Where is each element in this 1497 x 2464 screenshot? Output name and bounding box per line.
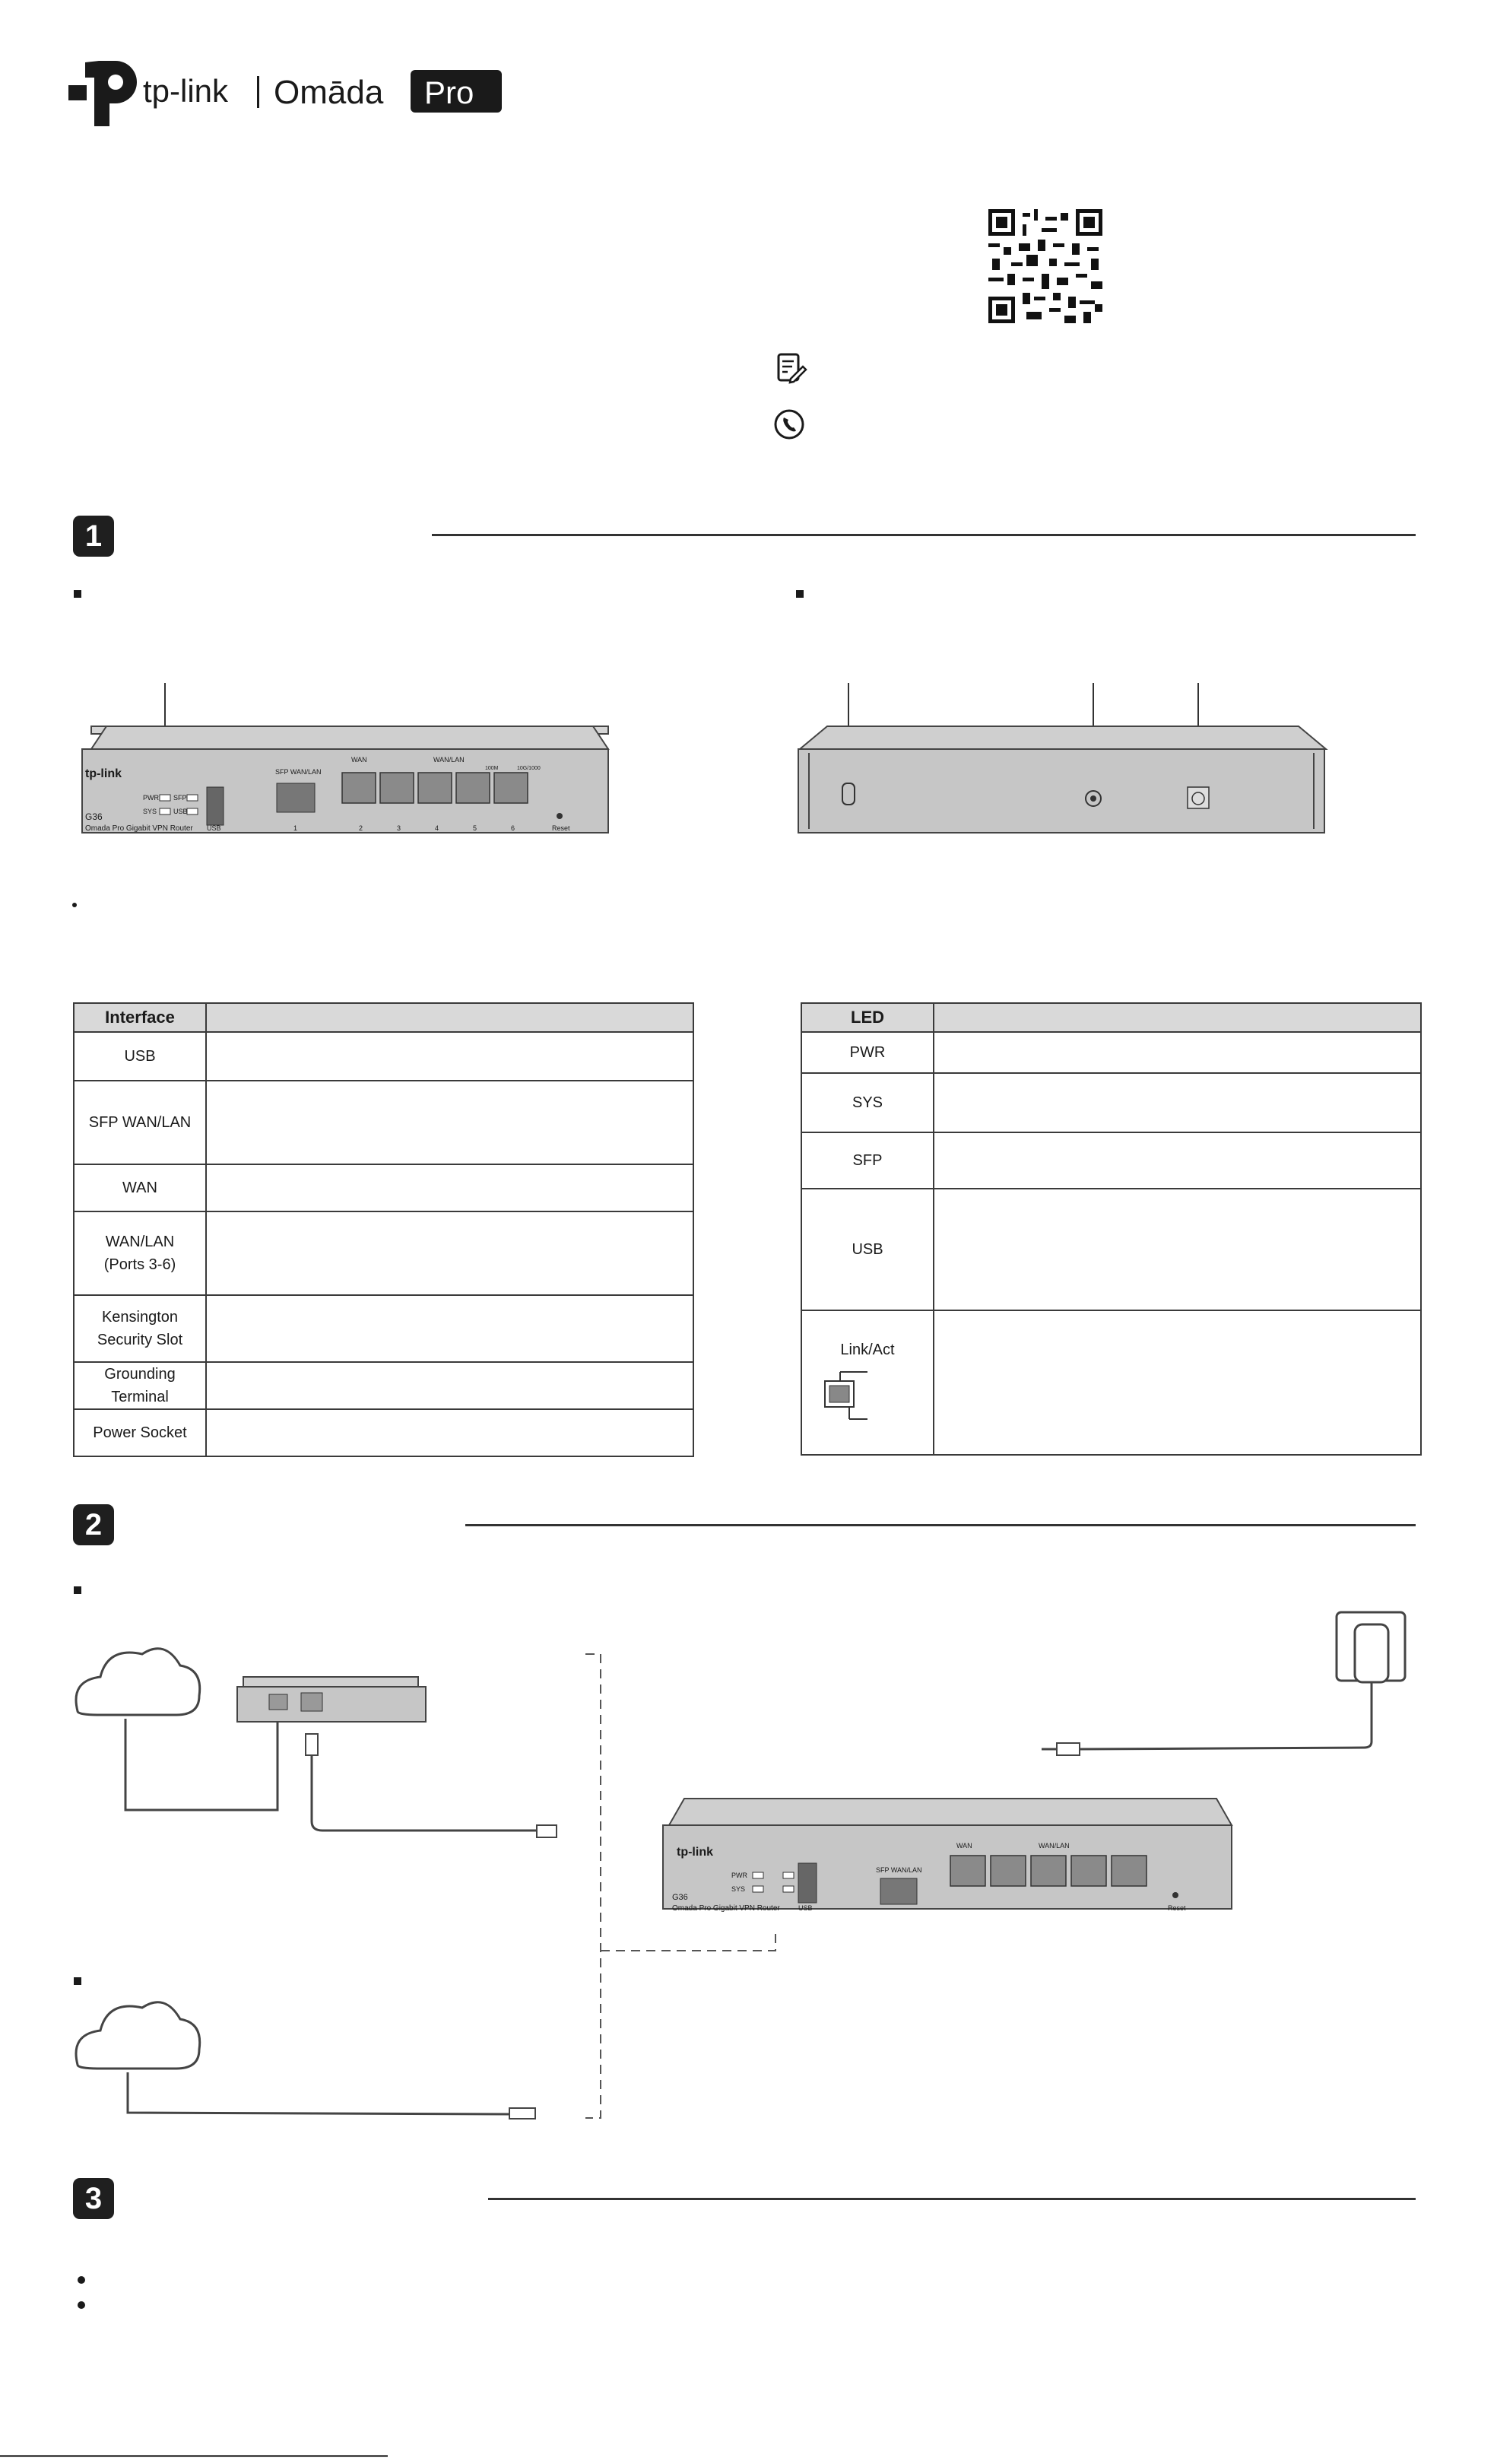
panel-brand: tp-link [85, 767, 122, 780]
svg-text:SFP WAN/LAN: SFP WAN/LAN [275, 768, 322, 776]
svg-text:5: 5 [473, 824, 477, 832]
table-row-label: WAN/LAN (Ports 3-6) [73, 1211, 207, 1296]
bullet [72, 903, 77, 907]
svg-text:WAN/LAN: WAN/LAN [433, 756, 465, 764]
section-2-divider [465, 1524, 1416, 1526]
bullet [74, 1586, 81, 1594]
section-3-divider [488, 2198, 1416, 2200]
phone-icon [774, 409, 804, 440]
svg-text:3: 3 [397, 824, 401, 832]
port-led-icon [824, 1371, 867, 1420]
svg-text:6: 6 [511, 824, 515, 832]
bullet [74, 1977, 81, 1985]
panel-model: G36 [85, 811, 103, 822]
table-row-label: PWR [801, 1031, 934, 1074]
svg-text:SYS: SYS [731, 1885, 745, 1893]
qr-code-icon[interactable] [988, 209, 1102, 323]
svg-text:G36: G36 [672, 1893, 688, 1902]
brand-product-badge: Pro [424, 75, 474, 110]
svg-text:SFP WAN/LAN: SFP WAN/LAN [876, 1866, 922, 1874]
table-row-label: Kensington Security Slot [73, 1294, 207, 1363]
svg-text:PWR: PWR [731, 1872, 747, 1879]
interface-table: Interface USB SFP WAN/LAN WAN WAN/LAN (P… [73, 1002, 694, 1457]
table-row-label: SFP [801, 1132, 934, 1189]
router-front-panel: tp-link G36 Omada Pro Gigabit VPN Router… [81, 683, 610, 834]
section-1-divider [432, 534, 1416, 536]
svg-text:100M: 100M [485, 766, 499, 771]
bullet [78, 2301, 85, 2309]
svg-text:2: 2 [359, 824, 363, 832]
table-row-label: SFP WAN/LAN [73, 1080, 207, 1165]
brand-product-line: Omāda [274, 74, 384, 111]
connection-diagram: tp-link G36 Omada Pro Gigabit VPN Router… [75, 1611, 1407, 2119]
section-1-number: 1 [73, 516, 114, 557]
svg-text:WAN: WAN [956, 1842, 972, 1850]
bullet [74, 590, 81, 598]
cloud-icon [75, 2001, 201, 2070]
table-row-label: Power Socket [73, 1408, 207, 1457]
router-rear-panel [798, 683, 1328, 834]
svg-text:WAN/LAN: WAN/LAN [1039, 1842, 1070, 1850]
section-3-number: 3 [73, 2178, 114, 2219]
svg-text:4: 4 [435, 824, 439, 832]
svg-text:Reset: Reset [552, 824, 570, 832]
table-row-label: Grounding Terminal [73, 1361, 207, 1410]
bullet [796, 590, 804, 598]
table-row-label: Link/Act [840, 1342, 895, 1358]
footer-divider [0, 2455, 388, 2457]
svg-text:SYS: SYS [143, 808, 157, 815]
tp-link-logo-icon [68, 61, 137, 126]
brand-logo-name: tp-link [143, 73, 229, 109]
cloud-icon [75, 1647, 201, 1716]
svg-text:Reset: Reset [1168, 1904, 1186, 1912]
section-2-number: 2 [73, 1504, 114, 1545]
led-table-header: LED [801, 1002, 934, 1033]
svg-text:Omada Pro Gigabit VPN Router: Omada Pro Gigabit VPN Router [672, 1904, 780, 1913]
svg-text:10G/1000: 10G/1000 [517, 766, 541, 771]
led-table: LED PWR SYS SFP USB Link/Act [801, 1002, 1422, 1456]
interface-table-header: Interface [73, 1002, 207, 1033]
table-row-label: WAN [73, 1164, 207, 1212]
document-edit-icon [777, 353, 807, 384]
svg-text:USB: USB [173, 808, 188, 815]
svg-text:USB: USB [798, 1904, 813, 1912]
svg-text:SFP: SFP [173, 794, 187, 802]
svg-text:USB: USB [207, 824, 221, 832]
tp-link-omada-pro-logo: tp-link Omāda Pro [68, 61, 502, 126]
svg-text:1: 1 [293, 824, 297, 832]
svg-text:tp-link: tp-link [677, 1846, 713, 1859]
panel-description: Omada Pro Gigabit VPN Router [85, 824, 193, 833]
svg-text:WAN: WAN [351, 756, 367, 764]
bullet [78, 2276, 85, 2284]
svg-text:PWR: PWR [143, 794, 159, 802]
table-row-label: USB [801, 1188, 934, 1311]
table-row-label: SYS [801, 1072, 934, 1133]
table-row-label: USB [73, 1031, 207, 1081]
